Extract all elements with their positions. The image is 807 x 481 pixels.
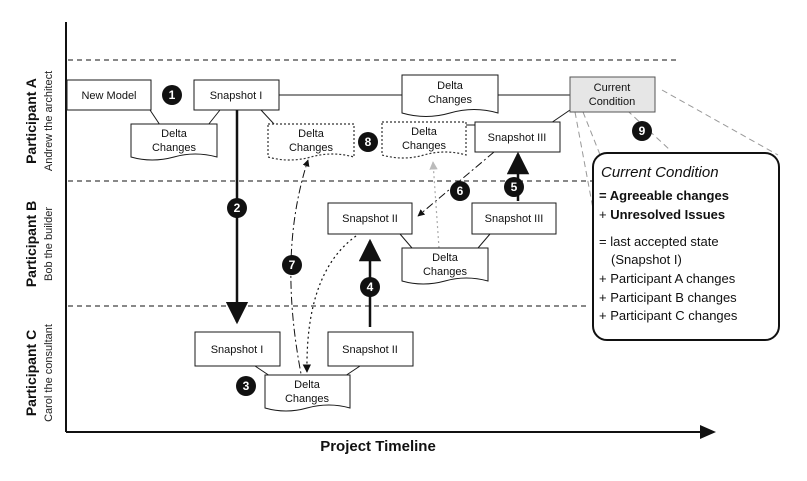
callout-pointer-line-4 [661, 89, 779, 156]
arrow-b-to-c-dotted [302, 235, 357, 373]
b-snapshot-2-label: Snapshot II [342, 213, 398, 225]
b-delta-doc [401, 247, 489, 285]
connector-newmodel-delta [149, 109, 161, 126]
marker-9-label: 9 [639, 124, 646, 138]
a-delta-below-label-1: Delta [161, 128, 188, 140]
x-axis-arrowhead [700, 425, 716, 439]
callout-line-participant-a: + Participant A changes [599, 271, 736, 286]
a-delta-dotted-1-label-2: Changes [289, 142, 334, 154]
b-snapshot-3-box [471, 202, 557, 235]
b-delta-label-1: Delta [432, 252, 459, 264]
current-condition-label-2: Condition [589, 96, 635, 108]
c-snapshot-1-box [194, 331, 281, 367]
b-snapshot-2-box [327, 202, 413, 235]
marker-4-label: 4 [367, 280, 374, 294]
connector-b-snap2-delta [399, 233, 413, 249]
a-snapshot-1-box [193, 79, 280, 111]
a-delta-top-doc [401, 74, 499, 117]
connector-snap1-dotted-delta [260, 109, 275, 125]
a-snapshot-1-label: Snapshot I [210, 90, 263, 102]
marker-7-label: 7 [289, 258, 296, 272]
c-snapshot-1-label: Snapshot I [211, 344, 264, 356]
a-snapshot-3-label: Snapshot III [488, 132, 547, 144]
marker-5: 5 [504, 177, 524, 197]
current-condition-callout [592, 152, 780, 341]
c-delta-label-2: Changes [285, 393, 330, 405]
marker-2-label: 2 [234, 201, 241, 215]
connector-c-delta-snap2 [344, 365, 361, 377]
lane-a-title: Participant A [23, 78, 39, 164]
marker-4: 4 [360, 277, 380, 297]
a-delta-below-doc [130, 123, 218, 161]
current-condition-label-1: Current [594, 82, 631, 94]
callout-line-participant-c: + Participant C changes [599, 308, 738, 323]
b-snapshot-3-label: Snapshot III [485, 213, 544, 225]
connector-c-snap1-delta [254, 365, 271, 377]
c-snapshot-2-label: Snapshot II [342, 344, 398, 356]
c-delta-doc [264, 374, 351, 412]
a-delta-dotted-2-doc [381, 121, 467, 159]
connector-delta-snap1 [207, 109, 221, 126]
lane-c-role: Carol the consultant [43, 324, 55, 422]
lane-a-role: Andrew the architect [43, 71, 55, 171]
marker-3-label: 3 [243, 379, 250, 393]
a-delta-top-label-2: Changes [428, 94, 473, 106]
arrow-b-delta-to-a-gray [429, 161, 440, 249]
a-delta-dotted-2-label-2: Changes [402, 140, 447, 152]
callout-line-snapshot-1: (Snapshot I) [611, 252, 682, 267]
marker-1-label: 1 [169, 88, 176, 102]
callout-line-unresolved: + Unresolved Issues [599, 207, 725, 222]
callout-pointer-line-2 [582, 111, 641, 256]
a-delta-below-label-2: Changes [152, 142, 197, 154]
arrow-7-c-to-a [290, 159, 310, 385]
marker-9: 9 [632, 121, 652, 141]
marker-8-label: 8 [365, 135, 372, 149]
callout-line-agreeable: = Agreeable changes [599, 188, 729, 203]
a-delta-dotted-1-doc [267, 123, 355, 161]
a-snapshot-3-box [474, 121, 561, 153]
callout-line-last-accepted: = last accepted state [599, 234, 719, 249]
marker-5-label: 5 [511, 180, 518, 194]
a-delta-top-label-1: Delta [437, 80, 464, 92]
x-axis-label: Project Timeline [320, 438, 436, 455]
c-snapshot-2-box [327, 331, 414, 367]
marker-1: 1 [162, 85, 182, 105]
marker-2: 2 [227, 198, 247, 218]
new-model-box [66, 79, 152, 111]
a-delta-dotted-1-label-1: Delta [298, 128, 325, 140]
marker-8: 8 [358, 132, 378, 152]
c-delta-label-1: Delta [294, 379, 321, 391]
callout-title: Current Condition [601, 164, 719, 181]
marker-6: 6 [450, 181, 470, 201]
new-model-label: New Model [81, 90, 136, 102]
lane-c-title: Participant C [23, 330, 39, 416]
lane-b-role: Bob the builder [43, 207, 55, 281]
connector-b-delta-snap3 [477, 233, 491, 249]
callout-line-participant-b: + Participant B changes [599, 290, 737, 305]
a-delta-dotted-2-label-1: Delta [411, 126, 438, 138]
lane-b-title: Participant B [23, 201, 39, 287]
b-delta-label-2: Changes [423, 266, 468, 278]
marker-6-label: 6 [457, 184, 464, 198]
marker-3: 3 [236, 376, 256, 396]
current-condition-box [569, 76, 656, 113]
marker-7: 7 [282, 255, 302, 275]
